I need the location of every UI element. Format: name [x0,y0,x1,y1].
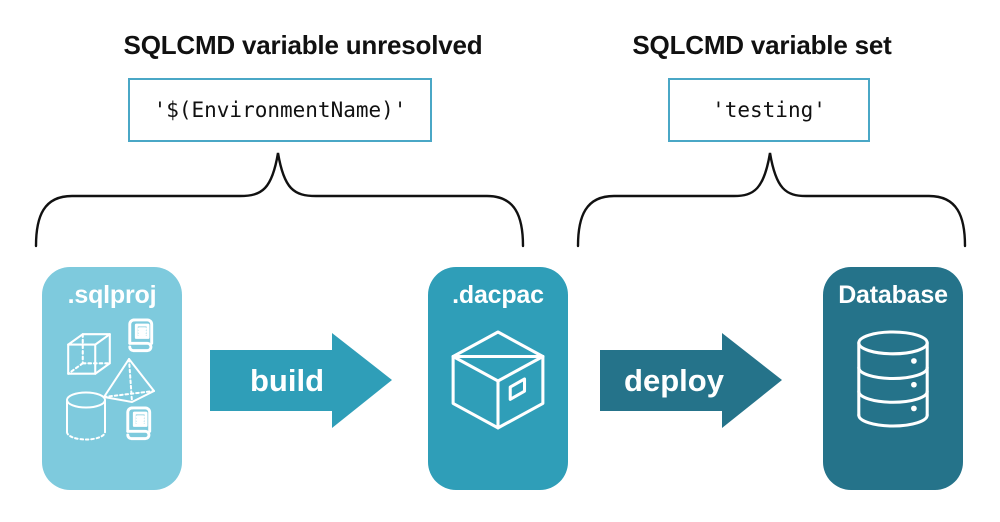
right-brace [576,152,967,248]
cylinder-icon [64,391,108,441]
left-brace [34,152,525,248]
code-testing: 'testing' [712,98,826,122]
cube-icon [63,331,115,379]
deploy-arrow [600,333,782,428]
code-box-environment-variable: '$(EnvironmentName)' [128,78,432,142]
sql-script-icon [119,403,157,445]
stage-card-dacpac: .dacpac [428,267,568,490]
stage-card-sqlproj: .sqlproj [42,267,182,490]
build-arrow-label: build [249,363,325,398]
heading-sqlcmd-set: SQLCMD variable set [632,30,892,60]
code-environmentname: '$(EnvironmentName)' [153,98,407,122]
pyramid-icon [102,357,156,403]
stage-card-database: Database [823,267,963,490]
package-icon [447,327,549,437]
database-icon [855,329,931,429]
heading-sqlcmd-unresolved: SQLCMD variable unresolved [123,30,483,60]
deploy-arrow-label: deploy [624,363,724,398]
stage-label-sqlproj: .sqlproj [67,281,157,309]
stage-label-dacpac: .dacpac [452,281,544,309]
stage-label-database: Database [838,281,948,309]
sql-script-icon [121,315,159,357]
code-box-testing-value: 'testing' [668,78,870,142]
build-arrow [210,333,392,428]
